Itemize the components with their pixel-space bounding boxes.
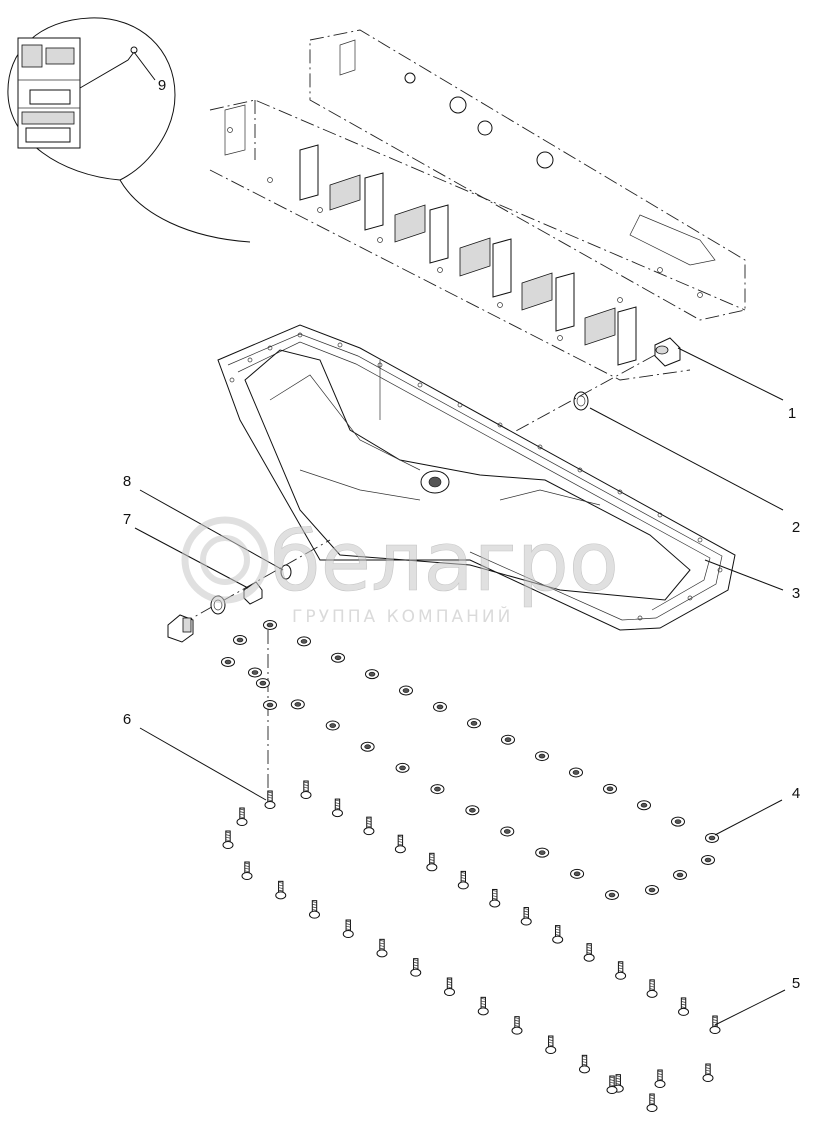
washer-hole [572, 770, 580, 775]
callout-7: 7 [123, 511, 131, 528]
bolt [444, 977, 455, 996]
bolt [678, 997, 690, 1016]
washer-hole [399, 765, 406, 771]
washer-hole [640, 802, 648, 808]
bolt [331, 798, 343, 818]
bolt [300, 780, 312, 799]
bolt [275, 880, 287, 900]
washer-hole [674, 819, 682, 824]
part-1-plug [654, 337, 681, 367]
alignment-axis-upper [429, 354, 656, 479]
bolt [709, 1015, 721, 1034]
washer-hole [334, 655, 342, 661]
detail-engine-block [17, 37, 138, 149]
washer-hole [469, 807, 476, 813]
bolt [241, 861, 253, 880]
callout-1: 1 [788, 405, 796, 422]
washer-hole [364, 744, 371, 750]
callout-labels: 1 2 3 4 5 6 7 8 9 [123, 77, 800, 992]
washer-hole [503, 829, 511, 834]
detail-view-bubble [7, 17, 251, 243]
part-5-bolts [222, 780, 721, 1112]
callout-3: 3 [792, 585, 800, 602]
pan-flange-holes [229, 332, 723, 621]
bolt [309, 900, 320, 919]
bolt [236, 807, 248, 826]
washer-hole [236, 637, 244, 643]
bolt [552, 925, 564, 944]
callout-9: 9 [158, 77, 166, 94]
block-bolt-holes [227, 127, 703, 341]
callout-4: 4 [792, 785, 800, 802]
watermark-subtitle: ГРУППА КОМПАНИЙ [292, 605, 513, 627]
bolt [457, 870, 469, 890]
callout-8: 8 [123, 473, 131, 490]
washer-hole [251, 670, 259, 675]
watermark: белагро ГРУППА КОМПАНИЙ [181, 515, 619, 627]
callout-6: 6 [123, 711, 131, 728]
washer-hole [573, 871, 581, 877]
leader-lines [133, 51, 786, 1026]
watermark-logo-text: белагро [270, 515, 619, 610]
bolt [583, 943, 595, 962]
part-8-drain-seal [280, 564, 292, 580]
washer-hole [368, 671, 376, 677]
bolt [342, 919, 354, 938]
bolt [376, 938, 388, 958]
washer-hole [300, 639, 308, 644]
bolt [654, 1069, 666, 1088]
engine-block-assembly [209, 29, 746, 381]
drain-plug [167, 614, 194, 643]
washer-hole [704, 857, 712, 863]
washer-hole [676, 872, 684, 878]
bolt [426, 852, 438, 872]
bolt [511, 1016, 523, 1035]
washer-hole [504, 737, 512, 742]
bolt [410, 958, 422, 977]
bolt [477, 996, 489, 1016]
washer-hole [434, 786, 441, 792]
washer-hole [224, 659, 232, 665]
bolt [363, 816, 375, 836]
part-3-oil-pan [217, 324, 736, 631]
bolt [264, 790, 276, 809]
washer-hole [329, 723, 337, 728]
washer-hole [294, 702, 302, 707]
part-4-washers [221, 620, 719, 900]
watermark-logo-mark [181, 516, 269, 604]
washer-hole [708, 835, 716, 841]
bolt [606, 1075, 618, 1094]
bolt [615, 961, 627, 980]
washer-hole [470, 721, 478, 726]
washer-hole [436, 704, 444, 710]
bolt [646, 1093, 658, 1112]
washer-hole [606, 786, 614, 792]
washer-hole [266, 702, 274, 708]
bolt [489, 888, 501, 908]
washer-hole [608, 892, 616, 898]
bolt [394, 834, 406, 854]
bolt [222, 830, 234, 849]
bolt [545, 1035, 557, 1054]
washer-hole [538, 850, 546, 855]
bolt [646, 979, 658, 998]
washer-hole [402, 688, 410, 693]
callout-2: 2 [792, 519, 800, 536]
callout-5: 5 [792, 975, 800, 992]
bolt [579, 1054, 590, 1074]
bolt [520, 907, 532, 926]
washer-hole [259, 680, 267, 686]
bolt [702, 1063, 714, 1082]
part-2-seal-ring [573, 391, 589, 411]
washer-hole [538, 753, 546, 759]
washer-hole [266, 622, 274, 628]
washer-hole [648, 887, 656, 893]
